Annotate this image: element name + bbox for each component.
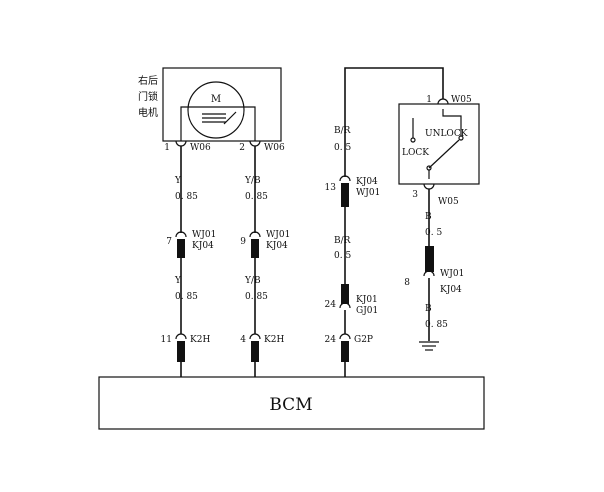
connector-plug-icon bbox=[249, 231, 261, 238]
connector-id: WJ01 bbox=[192, 230, 216, 240]
bcm-module: BCM bbox=[98, 376, 485, 430]
wire-color: Y bbox=[174, 176, 182, 186]
connector-id: GJ01 bbox=[356, 306, 378, 316]
motor-inner-frame bbox=[180, 106, 256, 141]
pin-number: 1 bbox=[426, 95, 432, 105]
connector-plug-icon bbox=[423, 270, 435, 277]
motor-label-line1: 右后 bbox=[138, 74, 158, 87]
wire-segment bbox=[344, 67, 444, 177]
connector-id: W06 bbox=[264, 143, 285, 153]
pin-number: 2 bbox=[239, 143, 245, 153]
connector-id: WJ01 bbox=[440, 269, 464, 279]
bcm-label: BCM bbox=[269, 395, 312, 415]
connector-id: KJ04 bbox=[356, 177, 378, 187]
motor-icon bbox=[187, 81, 245, 139]
wire-size: 0. 5 bbox=[334, 251, 351, 261]
connector-pin-block bbox=[341, 284, 349, 304]
connector-pin-block bbox=[341, 341, 349, 362]
wire-color: B/R bbox=[334, 236, 351, 246]
connector-plug-icon bbox=[339, 302, 351, 309]
motor-label-line3: 电机 bbox=[138, 106, 158, 119]
ground-circuit: B 0. 5 8 WJ01 KJ04 B 0. 85 bbox=[404, 189, 464, 351]
motor-pin-1: 1 W06 bbox=[164, 140, 211, 153]
pin-number: 4 bbox=[240, 335, 246, 345]
wire-size: 0. 5 bbox=[425, 228, 442, 238]
wire-color: B bbox=[425, 304, 432, 314]
wire-column-2: Y/B 0. 85 9 WJ01 KJ04 Y/B 0. 85 4 K2H bbox=[240, 146, 290, 377]
switch-contact bbox=[410, 137, 416, 143]
wire-color: B bbox=[425, 212, 432, 222]
connector-id: KJ04 bbox=[440, 285, 462, 295]
wire-color: Y/B bbox=[244, 176, 261, 186]
wire-size: 0. 5 bbox=[334, 143, 351, 153]
connector-socket-icon bbox=[423, 183, 435, 190]
connector-id: KJ04 bbox=[192, 241, 214, 251]
connector-pin-block bbox=[341, 183, 349, 207]
wire-color: Y/B bbox=[244, 276, 261, 286]
pin-number: 3 bbox=[412, 190, 418, 200]
pin-number: 9 bbox=[240, 237, 246, 247]
pin-number: 24 bbox=[325, 335, 337, 345]
connector-id: K2H bbox=[264, 335, 284, 345]
switch-lever bbox=[428, 139, 460, 169]
connector-id: KJ01 bbox=[356, 295, 378, 305]
pin-number: 11 bbox=[161, 335, 172, 345]
connector-id: W05 bbox=[451, 95, 472, 105]
wire-column-1: Y 0. 85 7 WJ01 KJ04 Y 0. 85 11 K2H bbox=[161, 146, 216, 377]
bcm-box bbox=[98, 376, 485, 430]
unlock-label: UNLOCK bbox=[425, 129, 468, 139]
door-lock-motor: M 右后 门锁 电机 bbox=[138, 67, 282, 142]
motor-housing bbox=[162, 67, 282, 142]
pin-number: 1 bbox=[164, 143, 170, 153]
ground-icon bbox=[419, 341, 439, 351]
connector-id: W06 bbox=[190, 143, 211, 153]
connector-pin-block bbox=[177, 341, 185, 362]
connector-id: WJ01 bbox=[356, 188, 380, 198]
connector-pin-block bbox=[425, 246, 434, 272]
wire-size: 0. 85 bbox=[425, 320, 448, 330]
connector-socket-icon bbox=[437, 98, 449, 105]
wire-color: B/R bbox=[334, 126, 351, 136]
connector-pin-block bbox=[251, 341, 259, 362]
wire-column-center: B/R 0. 5 13 KJ04 WJ01 B/R 0. 5 24 KJ01 G… bbox=[325, 67, 444, 377]
connector-socket-icon bbox=[175, 140, 187, 147]
motor-drive-arrow bbox=[223, 111, 237, 125]
connector-pin-block bbox=[251, 239, 259, 258]
wire-size: 0. 85 bbox=[175, 192, 198, 202]
pin-number: 8 bbox=[404, 278, 410, 288]
wire-size: 0. 85 bbox=[175, 292, 198, 302]
pin-number: 24 bbox=[325, 300, 337, 310]
connector-id: KJ04 bbox=[266, 241, 288, 251]
connector-id: W05 bbox=[438, 197, 459, 207]
switch-unlock-lead bbox=[442, 109, 462, 136]
switch-contact bbox=[458, 135, 464, 141]
connector-id: G2P bbox=[354, 335, 373, 345]
connector-plug-icon bbox=[175, 231, 187, 238]
connector-plug-icon bbox=[339, 333, 351, 340]
switch-housing bbox=[398, 103, 480, 185]
connector-plug-icon bbox=[175, 333, 187, 340]
pin-number: 13 bbox=[325, 183, 337, 193]
connector-id: WJ01 bbox=[266, 230, 290, 240]
motor-symbol: M bbox=[211, 94, 221, 105]
lock-switch: 1 W05 3 W05 UNLOCK LOCK bbox=[398, 95, 480, 207]
connector-plug-icon bbox=[249, 333, 261, 340]
lock-label: LOCK bbox=[402, 148, 429, 158]
wire-color: Y bbox=[174, 276, 182, 286]
connector-id: K2H bbox=[190, 335, 210, 345]
wire-size: 0. 85 bbox=[245, 192, 268, 202]
motor-label-line2: 门锁 bbox=[138, 90, 158, 103]
connector-pin-block bbox=[177, 239, 185, 258]
connector-socket-icon bbox=[249, 140, 261, 147]
connector-plug-icon bbox=[339, 175, 351, 182]
pin-number: 7 bbox=[166, 237, 172, 247]
motor-pin-2: 2 W06 bbox=[239, 140, 285, 153]
wire-size: 0. 85 bbox=[245, 292, 268, 302]
